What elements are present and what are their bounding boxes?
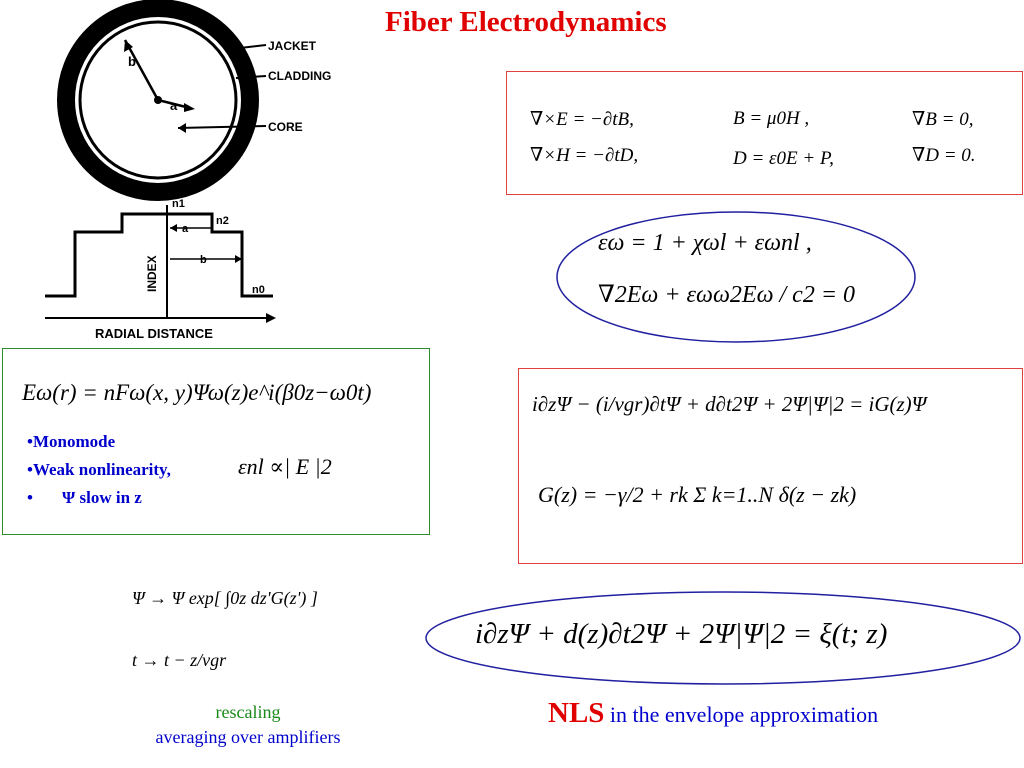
label-a-profile: a: [182, 223, 189, 235]
nls-equation: i∂zΨ + d(z)∂t2Ψ + 2Ψ|Ψ|2 = ξ(t; z): [475, 618, 888, 650]
maxwell-eq-2-1: ∇×H = −∂tD,: [530, 145, 639, 166]
jacket-ring: [57, 0, 259, 201]
label-cladding: CLADDING: [268, 69, 331, 83]
rescaling-line-1: Ψ → Ψ exp[ ∫0z dz'G(z') ]: [132, 588, 318, 608]
label-b: b: [128, 54, 136, 69]
label-n2: n2: [216, 215, 229, 227]
maxwell-eq-1-2: B = μ0H ,: [733, 108, 810, 129]
helmholtz-line-2: ∇2Eω + εωω2Eω / c2 = 0: [598, 282, 856, 308]
fiber-diagram: b a JACKET CLADDING CORE n1 n2 a b n0 IN…: [45, 0, 331, 341]
maxwell-eq-2-3: ∇D = 0.: [912, 145, 976, 166]
envelope-line-1: i∂zΨ − (i/vgr)∂tΨ + d∂t2Ψ + 2Ψ|Ψ|2 = iG(…: [532, 392, 927, 416]
label-n0: n0: [252, 284, 265, 296]
caption-averaging: averaging over amplifiers: [155, 727, 341, 747]
nls-label-bold: NLS: [548, 697, 605, 729]
maxwell-box: [506, 71, 1023, 195]
label-core: CORE: [268, 120, 303, 134]
nls-ellipse: [425, 591, 1021, 685]
cladding-ring: [78, 20, 238, 180]
page-title: Fiber Electrodynamics: [385, 6, 667, 38]
helmholtz-ellipse: [556, 211, 916, 343]
label-b-profile: b: [200, 254, 207, 266]
mode-equation: Eω(r) = nFω(x, y)Ψω(z)e^i(β0z−ω0t): [22, 380, 372, 405]
maxwell-eq-1-3: ∇B = 0,: [912, 109, 974, 130]
helmholtz-line-1: εω = 1 + χωl + εωnl ,: [598, 230, 812, 256]
label-jacket: JACKET: [268, 39, 317, 53]
nls-label-rest: in the envelope approximation: [604, 702, 879, 727]
bullet-marker-3: •: [27, 488, 33, 507]
mode-box: [2, 348, 430, 535]
bullet-weak-nonlinearity: •Weak nonlinearity,: [27, 460, 171, 479]
weak-nonlinearity-relation: εnl ∝| E |2: [238, 454, 332, 479]
envelope-box: [518, 368, 1023, 564]
bullet-slow-in-z: Ψ slow in z: [62, 488, 142, 507]
label-a: a: [170, 98, 178, 113]
index-profile: [45, 212, 273, 298]
label-radial-distance: RADIAL DISTANCE: [95, 326, 213, 341]
nls-label: NLS in the envelope approximation: [548, 697, 878, 730]
maxwell-eq-1-1: ∇×E = −∂tB,: [530, 109, 634, 130]
label-n1: n1: [172, 198, 185, 210]
bullet-monomode: •Monomode: [27, 432, 116, 451]
label-index: INDEX: [145, 255, 159, 292]
caption-rescaling: rescaling: [215, 702, 281, 722]
envelope-line-2: G(z) = −γ/2 + rk Σ k=1..N δ(z − zk): [538, 482, 857, 507]
rescaling-line-2: t → t − z/vgr: [132, 650, 227, 670]
maxwell-eq-2-2: D = ε0E + P,: [733, 148, 834, 169]
